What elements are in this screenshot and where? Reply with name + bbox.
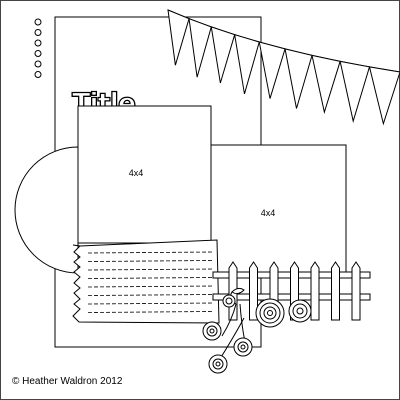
notecard-line — [87, 294, 215, 296]
flower-cluster — [202, 287, 312, 374]
pennant-flag-icon — [188, 17, 212, 78]
pennant-flag-icon — [284, 48, 313, 109]
dot-icon — [34, 71, 42, 78]
copyright-credit: © Heather Waldron 2012 — [12, 376, 123, 387]
rosette-flower-icon — [202, 321, 222, 341]
side-dots — [34, 18, 42, 78]
pennant-flag-icon — [210, 26, 236, 84]
pennant-flag-icon — [339, 60, 371, 124]
notecard-line — [87, 277, 215, 279]
lined-notecard — [72, 239, 220, 324]
photo-right — [208, 144, 347, 278]
rosette-flower-icon — [255, 298, 285, 328]
rosette-flower-icon — [288, 299, 312, 323]
notecard-line — [87, 311, 215, 313]
rosette-flower-icon — [233, 337, 253, 357]
fence-icon — [331, 261, 340, 321]
notecard-line — [87, 268, 215, 271]
photo-left — [77, 105, 212, 244]
fence-icon — [351, 261, 361, 321]
pennant-banner — [167, 9, 400, 126]
pennant-flag-icon — [167, 9, 190, 66]
fence-icon — [249, 261, 258, 321]
pennant-flag-icon — [258, 41, 286, 99]
rosette-flower-icon — [208, 354, 228, 374]
notecard-line — [87, 285, 215, 288]
pennant-flag-icon — [234, 33, 260, 95]
dot-icon — [34, 18, 42, 26]
photo-right-label: 4x4 — [261, 208, 276, 218]
dot-icon — [34, 29, 42, 36]
half-circle — [14, 146, 79, 274]
notecard-line — [87, 260, 215, 262]
pennant-flag-icon — [311, 54, 341, 115]
dot-icon — [34, 50, 42, 57]
dot-icon — [34, 60, 42, 68]
notecard-line — [87, 302, 215, 305]
notecard-line — [87, 251, 215, 254]
photo-left-label: 4x4 — [129, 168, 144, 178]
pennant-flag-icon — [368, 66, 400, 126]
fence-icon — [310, 261, 320, 321]
dot-icon — [34, 39, 42, 47]
rosette-flower-icon — [222, 294, 236, 308]
